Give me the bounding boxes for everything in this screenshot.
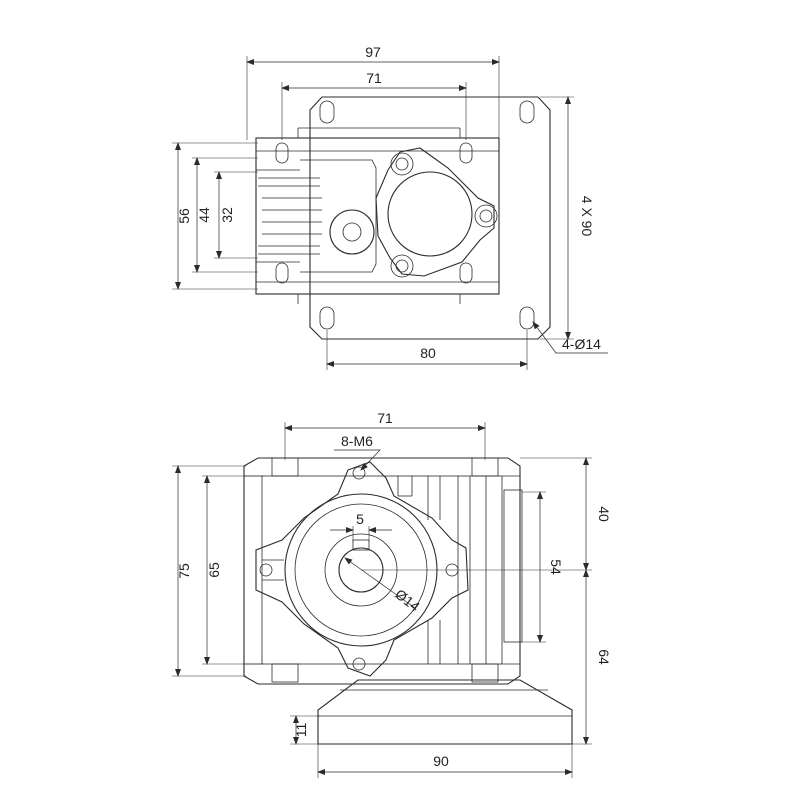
dim-height-outer-label: 56 (176, 208, 192, 224)
flange-ear-hole-top (395, 157, 409, 171)
front-dim-width-inner-label: 71 (377, 410, 393, 426)
tapped-hole-left (259, 563, 273, 577)
dim-width-overall-label: 97 (365, 44, 381, 60)
output-flange-outline (255, 461, 469, 677)
flange-ear-hole-right (479, 209, 493, 223)
flange-slot-br (519, 306, 535, 330)
body-slot-br (459, 262, 473, 284)
dim-base-width-label: 90 (433, 753, 449, 769)
flange-ear-hole-bottom (395, 259, 409, 273)
dim-side-height-label: 54 (548, 559, 564, 575)
front-view: 71 8-M6 5 Ø14 75 65 40 64 (172, 410, 612, 778)
flange-ear-bottom (390, 254, 414, 278)
cooling-fins (256, 159, 377, 273)
right-side-lug (503, 489, 523, 643)
dim-bore-label: Ø14 (392, 586, 423, 615)
body-slot-bl (275, 262, 289, 284)
flange-ear-top (390, 152, 414, 176)
dim-height-mid-label: 44 (196, 207, 212, 223)
body-slot-tl (275, 142, 289, 164)
dim-center-upper-label: 40 (596, 506, 612, 522)
tapped-hole-bottom (352, 657, 366, 671)
dim-center-lower-label: 64 (596, 649, 612, 665)
flange-slot-tr (519, 100, 535, 124)
dim-flange-square-label: 4 X 90 (579, 196, 595, 237)
dim-tapped-holes-label: 8-M6 (341, 433, 373, 449)
input-bore (387, 171, 473, 257)
keyway (352, 539, 370, 551)
shaft-boss-outer (329, 209, 375, 255)
corner-boss-tl (271, 457, 299, 477)
flange-ear-right (474, 204, 498, 228)
input-flange-outline (375, 147, 495, 277)
dim-base-thickness-label: 11 (293, 723, 309, 738)
flange-slot-bl (319, 306, 335, 330)
corner-boss-br (471, 663, 499, 683)
front-body-outline (243, 457, 521, 685)
dim-width-inner-label: 71 (366, 70, 382, 86)
corner-boss-bl (271, 663, 299, 683)
dim-flange-bottom-label: 80 (420, 345, 436, 361)
dim-height-inner-label-front: 65 (206, 562, 222, 578)
dim-height-overall-label: 75 (176, 563, 192, 579)
flange-plate-outline (309, 96, 551, 340)
top-view: 97 71 56 44 32 4 X 90 80 4-Ø14 (172, 44, 608, 370)
corner-boss-tr (471, 457, 499, 477)
flange-slot-tl (319, 100, 335, 124)
dim-flange-holes-label: 4-Ø14 (562, 336, 601, 352)
tapped-hole-top (352, 466, 366, 480)
dim-height-inner-label: 32 (219, 207, 235, 223)
gearbox-body-outline (255, 137, 500, 295)
dim-key-width-label: 5 (356, 511, 364, 527)
shaft-boss-inner (342, 222, 362, 242)
body-slot-tr (459, 142, 473, 164)
